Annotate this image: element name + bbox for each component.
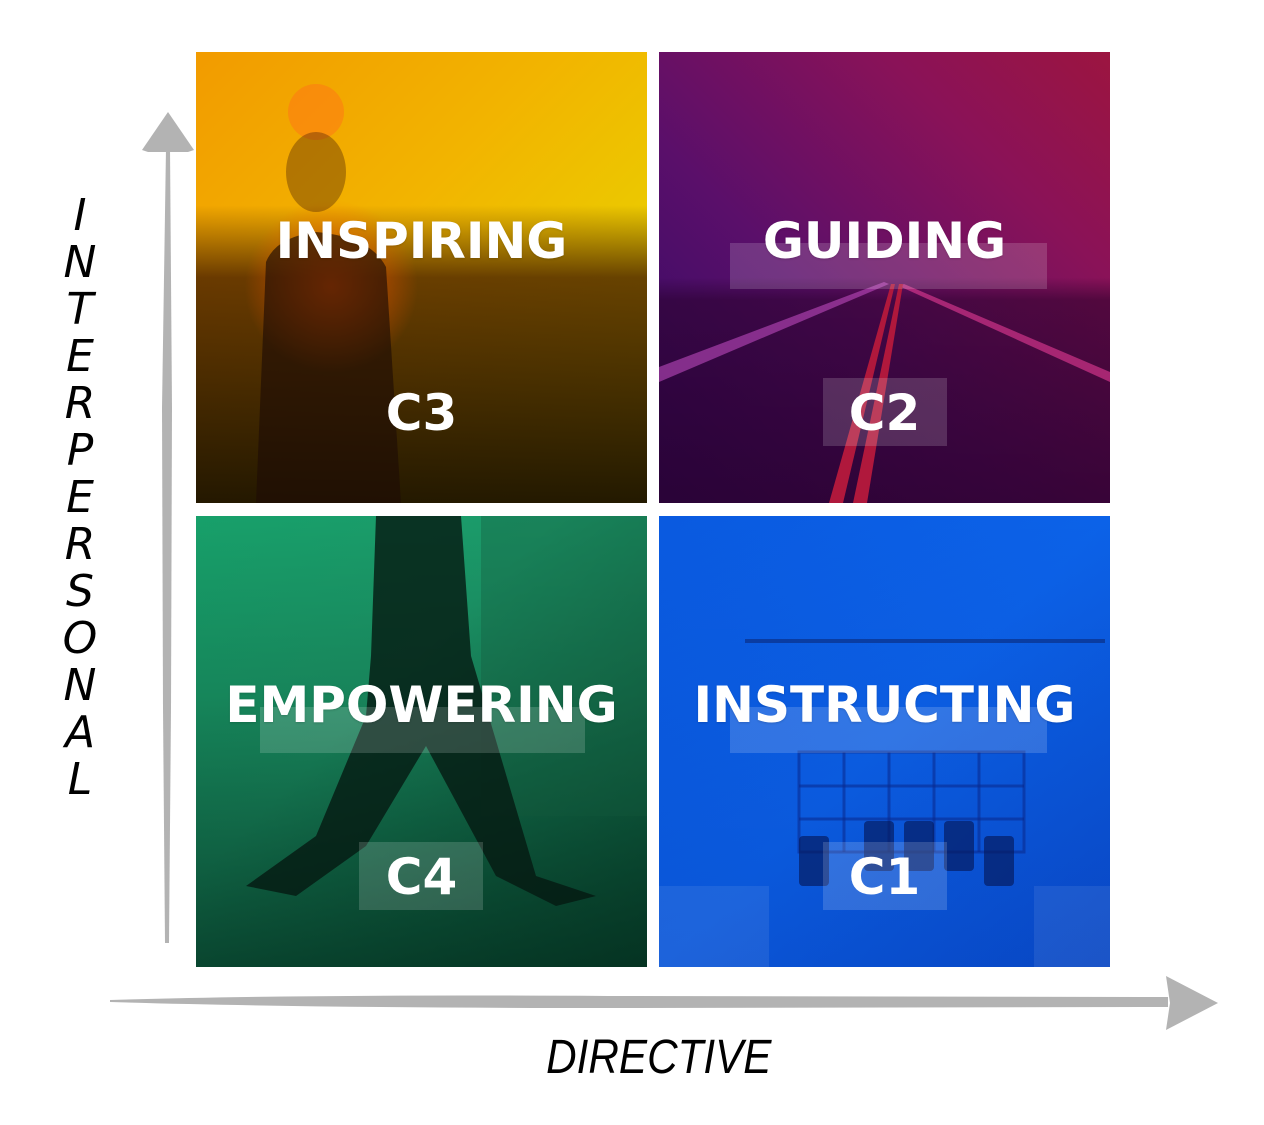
title-backdrop	[730, 243, 1047, 289]
quadrant-empowering: EMPOWERING C4	[196, 516, 647, 967]
code-backdrop	[823, 842, 947, 910]
y-axis-arrow-icon	[142, 112, 194, 943]
y-axis-letter: T	[66, 284, 94, 335]
quadrant-code: C4	[385, 848, 458, 906]
title-backdrop	[260, 707, 585, 753]
y-axis-letter: N	[63, 237, 97, 288]
road-lines-icon	[659, 282, 1110, 503]
y-axis-letter: O	[62, 613, 98, 664]
y-axis-label: I N T E R P E R S O N A L	[55, 192, 105, 803]
y-axis-letter: P	[66, 425, 94, 476]
y-axis-letter: E	[66, 331, 94, 382]
quadrant-title: GUIDING	[762, 212, 1007, 270]
quadrant-instructing: INSTRUCTING C1	[659, 516, 1110, 967]
title-backdrop	[730, 707, 1047, 753]
y-axis-letter: E	[66, 472, 94, 523]
code-backdrop	[359, 842, 483, 910]
highway-road-image	[659, 52, 1110, 503]
quadrant-inspiring: INSPIRING C3	[196, 52, 647, 503]
y-axis-letter: I	[73, 190, 87, 241]
y-axis-letter: R	[64, 378, 96, 429]
quadrant-title: INSPIRING	[275, 212, 568, 270]
y-axis-letter: N	[63, 660, 97, 711]
quadrant-code: C1	[848, 848, 921, 906]
x-axis-arrow-icon	[110, 976, 1218, 1030]
office-room-image	[659, 516, 1110, 967]
quadrant-code: C3	[385, 384, 458, 442]
x-axis-label: DIRECTIVE	[546, 1031, 772, 1084]
quadrant-title: EMPOWERING	[225, 676, 618, 734]
quadrant-guiding: GUIDING C2	[659, 52, 1110, 503]
office-interior-icon	[659, 639, 1110, 967]
y-axis-letter: A	[64, 707, 96, 758]
y-axis-letter: R	[64, 519, 96, 570]
walking-person-icon	[246, 516, 647, 906]
y-axis-letter: S	[66, 566, 94, 617]
quadrant-title: INSTRUCTING	[693, 676, 1076, 734]
quadrant-code: C2	[848, 384, 921, 442]
code-backdrop	[823, 378, 947, 446]
person-silhouette-icon	[256, 84, 401, 503]
y-axis-letter: L	[67, 754, 93, 805]
